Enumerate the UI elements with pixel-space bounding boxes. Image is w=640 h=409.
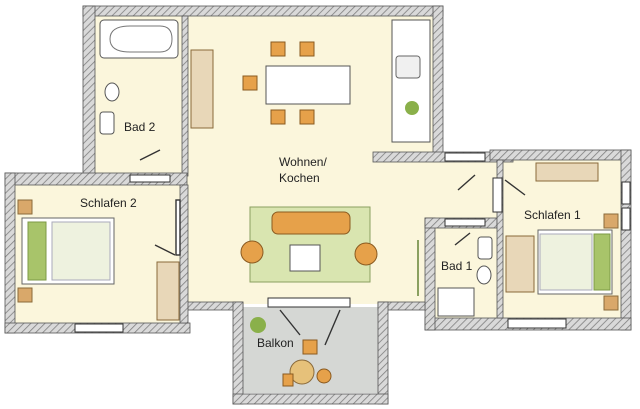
shower-bad1 [437,287,475,317]
schlafen2-furniture [17,199,180,321]
doors [139,149,526,346]
window-schlafen1-left [492,177,503,213]
plant-balkon [250,317,266,333]
toilet-bad2 [104,82,120,102]
bed-schlafen1-blanket [539,233,593,291]
chair-5 [299,109,315,125]
wohnen-furniture [190,19,431,296]
window-balcony-door [267,297,351,308]
bed-schlafen1-pillows [593,233,611,291]
label-wohnen-line2: Kochen [279,171,320,185]
door-bad1 [454,232,471,246]
window-schlafen2 [74,323,124,333]
nightstand-2 [17,287,33,303]
coffee-table [289,244,321,272]
label-wohnen-line1: Wohnen/ [279,155,327,169]
door-balkon-1 [279,309,301,336]
plant-wohnen [405,101,419,115]
door-balkon-2 [324,309,341,346]
sink-bad2 [99,111,115,135]
wardrobe-schlafen2 [156,261,180,321]
bad1-fixtures [437,236,493,317]
window-bad2 [129,174,171,183]
dining-table [265,65,351,105]
armchair-1 [240,240,264,264]
dresser-schlafen1 [535,162,599,182]
chair-2 [299,41,315,57]
label-schlafen1: Schlafen 1 [524,208,581,222]
balcony-furniture [250,317,332,387]
schlafen1-furniture [505,162,619,311]
bed-schlafen2-pillows [27,221,47,281]
balcony-chair-1 [302,339,318,355]
wardrobe-schlafen1 [505,235,535,293]
armchair-2 [354,242,378,266]
kitchen-sink [395,55,421,79]
label-bad2: Bad 2 [124,120,156,134]
nightstand-1 [17,199,33,215]
bed-schlafen2-blanket [51,221,111,281]
balcony-chair-2 [316,368,332,384]
windows [74,152,631,333]
balcony-chair-3 [282,373,294,387]
bad2-fixtures [99,19,179,135]
bathtub-basin [109,25,173,53]
window-schlafen1-bottom [507,318,567,329]
chair-4 [270,109,286,125]
label-schlafen2: Schlafen 2 [80,196,137,210]
door-schlafen1 [504,179,526,196]
chair-1 [270,41,286,57]
window-wohnen-right [444,152,486,162]
balcony-table [289,359,315,385]
kitchen-counter [391,19,431,143]
chair-3 [242,75,258,91]
sink-bad1 [477,236,493,260]
door-bad2 [139,149,161,161]
window-schlafen1-right-1 [621,181,631,205]
label-balkon: Balkon [257,336,294,350]
sideboard [190,49,214,129]
door-schlafen2-panel [175,199,181,256]
sofa [271,211,351,235]
door-wohnen-right [457,174,476,191]
nightstand-4 [603,295,619,311]
walls [4,5,632,405]
window-schlafen1-right-2 [621,207,631,231]
toilet-bad1 [476,265,492,285]
door-schlafen2 [154,244,176,256]
label-bad1: Bad 1 [441,259,473,273]
nightstand-3 [603,213,619,229]
window-bad1 [444,218,486,227]
